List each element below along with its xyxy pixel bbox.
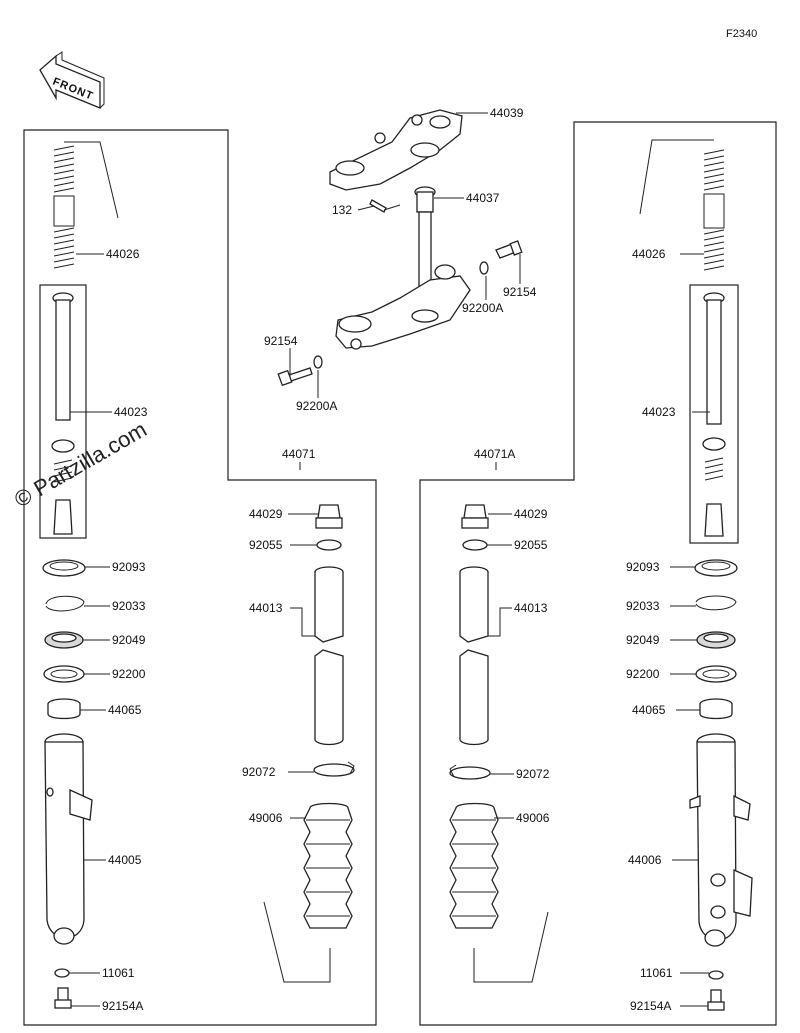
upper-bracket-44039	[329, 109, 463, 191]
washer-11061-right	[708, 970, 724, 980]
callout-92154A-right: 92154A	[630, 999, 671, 1013]
callout-92154A-left: 92154A	[102, 999, 143, 1013]
washer-11061-left	[54, 968, 70, 978]
fork-spring-44026-left	[53, 141, 119, 269]
callout-92093-right: 92093	[626, 560, 660, 574]
callout-92200A-right: 92200A	[462, 301, 503, 315]
callout-92154-right: 92154	[503, 285, 537, 299]
diagram-code: F2340	[726, 28, 757, 40]
washer-92200-right	[695, 665, 737, 683]
callout-11061-left: 11061	[102, 966, 135, 980]
callout-92033-left: 92033	[112, 599, 146, 613]
callout-44026-right: 44026	[632, 247, 666, 261]
callout-44029-right: 44029	[514, 507, 548, 521]
damper-kit-box-right	[689, 284, 739, 544]
leader-lines	[69, 112, 710, 1007]
clamp-92072-right	[449, 764, 491, 780]
callout-92154-left: 92154	[264, 334, 298, 348]
callout-44005: 44005	[108, 853, 142, 867]
steering-stem-44037	[335, 186, 471, 350]
callout-44071A: 44071A	[474, 447, 515, 461]
dust-seal-92049-right	[696, 631, 736, 649]
callout-44013-right: 44013	[514, 601, 548, 615]
bushing-44065-right	[699, 698, 733, 720]
damper-rod-44023-left	[51, 292, 75, 535]
circlip-92033-left	[45, 595, 85, 612]
callout-44029-left: 44029	[249, 507, 283, 521]
callout-92033-right: 92033	[626, 599, 660, 613]
washer-92200A-right	[479, 261, 489, 275]
callout-44023-left: 44023	[114, 405, 148, 419]
callout-92049-left: 92049	[112, 633, 146, 647]
callout-92200A-left: 92200A	[296, 399, 337, 413]
outer-tube-44005	[44, 733, 93, 945]
left-frame	[23, 129, 377, 1026]
callout-92093-left: 92093	[112, 560, 146, 574]
bushing-44065-left	[47, 698, 81, 720]
callout-11061-right: 11061	[640, 966, 673, 980]
callout-49006-right: 49006	[516, 811, 550, 825]
watermark: © Partzilla.com	[10, 417, 151, 513]
callout-92200-left: 92200	[112, 667, 146, 681]
callout-132: 132	[332, 203, 352, 217]
o-ring-92055-right	[462, 539, 488, 551]
boot-49006-right	[449, 802, 499, 929]
callout-92072-right: 92072	[516, 767, 550, 781]
o-ring-92055-left	[316, 539, 342, 551]
bracket-44071A	[473, 462, 549, 983]
callout-44039: 44039	[490, 106, 524, 120]
stem-bolt-132	[369, 199, 401, 213]
clamp-bolt-92154-right	[495, 240, 523, 259]
clamp-bolt-92154-left	[277, 367, 313, 387]
circlip-92033-right	[695, 595, 737, 611]
callout-92200-right: 92200	[626, 667, 660, 681]
inner-tube-44013-right	[459, 566, 489, 746]
callout-92049-right: 92049	[626, 633, 660, 647]
fork-spring-44026-right	[639, 139, 725, 271]
oil-seal-92093-left	[42, 559, 86, 577]
boot-49006-left	[303, 802, 353, 929]
right-frame	[419, 121, 777, 1026]
dust-seal-92049-left	[44, 631, 84, 649]
callout-44037: 44037	[466, 191, 500, 205]
callout-44026-left: 44026	[106, 247, 140, 261]
fork-cap-44029-left	[315, 504, 343, 529]
callout-44023-right: 44023	[642, 405, 676, 419]
callout-44071: 44071	[282, 447, 316, 461]
callout-92072-left: 92072	[242, 765, 276, 779]
callout-92055-right: 92055	[514, 538, 548, 552]
outer-tube-44006	[689, 733, 753, 947]
callout-44065-left: 44065	[108, 703, 142, 717]
callout-44065-right: 44065	[632, 703, 666, 717]
front-arrow-icon: FRONT	[39, 51, 105, 109]
callout-44006: 44006	[628, 853, 662, 867]
clamp-92072-left	[313, 761, 355, 777]
fork-cap-44029-right	[461, 504, 489, 529]
damper-rod-44023-right	[702, 292, 726, 537]
bracket-44071	[263, 462, 331, 983]
bolt-92154A-left	[54, 987, 72, 1009]
callout-92055-left: 92055	[249, 538, 283, 552]
inner-tube-44013-left	[314, 566, 344, 746]
bolt-92154A-right	[707, 989, 725, 1011]
oil-seal-92093-right	[694, 559, 738, 577]
callout-44013-left: 44013	[249, 601, 283, 615]
callout-49006-left: 49006	[249, 811, 283, 825]
washer-92200-left	[43, 665, 85, 683]
washer-92200A-left	[313, 355, 323, 369]
